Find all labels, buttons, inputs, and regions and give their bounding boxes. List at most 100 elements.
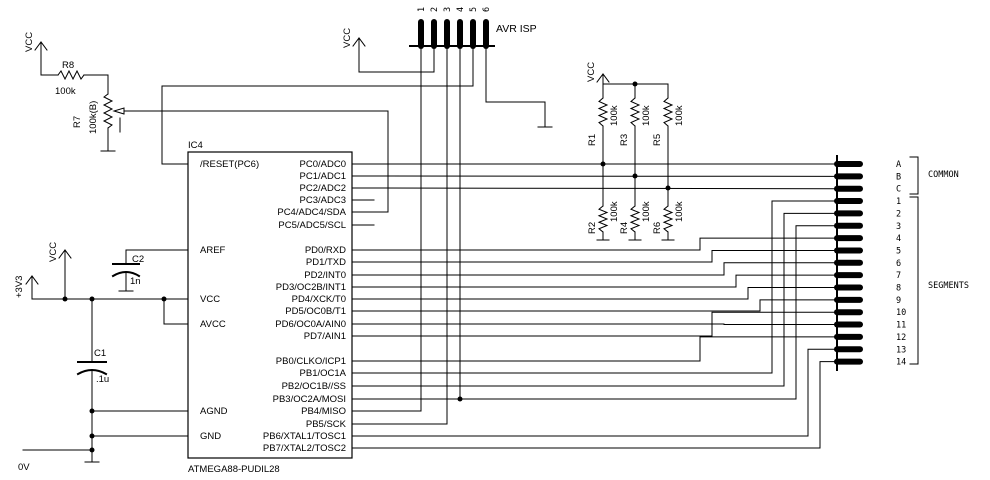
ic4-part: ATMEGA88-PUDIL28 — [188, 464, 280, 475]
segment-route — [351, 249, 838, 263]
segment-route — [351, 311, 838, 337]
connector-pin-label: 11 — [896, 321, 906, 331]
r8-ref: R8 — [62, 60, 74, 71]
connector-pin-label: 3 — [896, 222, 901, 232]
ic4-body — [187, 151, 353, 459]
ladder-resistor-bottom — [662, 205, 674, 233]
vcc-ladder-label: VCC — [586, 62, 597, 82]
ic4-right-pin-label: PD1/TXD — [306, 257, 346, 268]
avcc-wire — [163, 298, 189, 325]
r4-ref: R4 — [619, 222, 630, 234]
ic4-right-pin-label: PD6/OC0A/AIN0 — [275, 319, 346, 330]
connector-pin-label: 13 — [896, 345, 906, 355]
connector-pin-label: 9 — [896, 296, 901, 306]
c1-value: .1u — [96, 374, 109, 385]
isp-pin-label-4: 4 — [456, 7, 466, 12]
segment-route — [351, 262, 838, 276]
segment-route — [351, 200, 838, 374]
common-label: COMMON — [928, 170, 959, 180]
connector-pin-label: 1 — [896, 197, 901, 207]
r7-value: 100k(B) — [88, 101, 99, 134]
ic4-right-pin-label: PB6/XTAL1/TOSC1 — [263, 431, 346, 442]
ic4-right-pin-label: PC5/ADC5/SCL — [278, 220, 346, 231]
segment-route — [351, 274, 838, 288]
ic4-right-pin-label: PC4/ADC4/SDA — [277, 207, 346, 218]
r8-lead-2 — [83, 74, 109, 95]
ic4-right-pin-label: PB0/CLKO/ICP1 — [276, 356, 346, 367]
ic4-left-pin-label: GND — [200, 431, 221, 442]
ic4-ref: IC4 — [188, 140, 203, 151]
ic4-right-pin-label: PD3/OC2B/INT1 — [276, 282, 346, 293]
ic4-right-pin-label: PC3/ADC3 — [300, 195, 346, 206]
isp-header: 1 2 3 4 5 6 AVR ISP — [409, 7, 537, 49]
r7-wiper-arrow — [112, 107, 125, 115]
ic4-left-pin-label: AGND — [200, 406, 228, 417]
r6-ref: R6 — [652, 222, 663, 234]
ic4-right-pin-label: PB2/OC1B//SS — [282, 381, 346, 392]
r1-value: 100k — [609, 105, 620, 126]
v33-left: +3V3 — [14, 275, 39, 300]
common-route — [351, 187, 838, 190]
r7-ref: R7 — [72, 116, 83, 128]
vcc-left-label: VCC — [48, 242, 59, 262]
r7-resistor — [102, 93, 114, 129]
segment-route — [351, 336, 838, 362]
connector-pin-label: 8 — [896, 284, 901, 294]
ic4-right-pin-label: PB7/XTAL2/TOSC2 — [263, 443, 346, 454]
vcc-isp-label: VCC — [342, 28, 353, 48]
r5-value: 100k — [674, 105, 685, 126]
isp-mosi-wire — [351, 47, 461, 400]
ic4-right-pin-label: PC2/ADC2 — [300, 183, 346, 194]
display-connector — [834, 161, 863, 365]
connector-pin-label: C — [896, 185, 901, 195]
isp-reset-wire — [161, 47, 474, 165]
c1-ref: C1 — [94, 348, 106, 359]
isp-pin-label-2: 2 — [430, 7, 440, 12]
isp-pin-label-1: 1 — [417, 7, 427, 12]
connector-pin-label: 14 — [896, 358, 906, 368]
isp-gnd-wire — [485, 47, 546, 127]
connector-pin-label: 6 — [896, 259, 901, 269]
r6-value: 100k — [674, 201, 685, 222]
ic4-right-pin-label: PB1/OC1A — [300, 368, 347, 379]
segment-route — [351, 287, 838, 300]
ladder-resistor-bottom — [629, 205, 641, 233]
c2-ref: C2 — [132, 254, 144, 265]
isp-sck-wire — [351, 47, 448, 425]
segment-route — [351, 237, 838, 251]
r3-value: 100k — [641, 105, 652, 126]
ic4-right-pins: PC0/ADC0PC1/ADC1PC2/ADC2PC3/ADC3PC4/ADC4… — [263, 159, 347, 454]
ladder-resistor-top — [629, 97, 641, 127]
vcc-left: VCC — [48, 242, 72, 300]
isp-pin-label-3: 3 — [443, 7, 453, 12]
connector-pin-label: 4 — [896, 234, 901, 244]
isp-pin-label-5: 5 — [469, 7, 479, 12]
c2-wire — [125, 249, 189, 265]
ic4-right-pin-label: PB5/SCK — [306, 419, 347, 430]
isp-label: AVR ISP — [496, 23, 537, 35]
ic4-left-pin-label: AVCC — [200, 319, 226, 330]
segments-bracket — [909, 196, 919, 365]
segment-route — [351, 361, 838, 449]
c2-value: 1n — [130, 276, 141, 287]
connector-pin-label: 2 — [896, 209, 901, 219]
r3-ref: R3 — [619, 134, 630, 146]
r2-ref: R2 — [587, 222, 598, 234]
ic4-right-pin-label: PB4/MISO — [301, 406, 346, 417]
segment-route — [351, 299, 838, 312]
ladder-resistor-top — [662, 97, 674, 127]
ic4-right-pin-label: PD4/XCK/T0 — [292, 294, 346, 305]
r8-value: 100k — [55, 86, 76, 97]
ic4-right-pin-label: PD7/AIN1 — [304, 331, 346, 342]
r4-value: 100k — [641, 201, 652, 222]
connector-pin-label: A — [896, 160, 901, 170]
ic4-right-pin-label: PC0/ADC0 — [300, 159, 346, 170]
segment-route — [351, 212, 838, 387]
ic4-right-pin-label: PD0/RXD — [305, 245, 346, 256]
connector-pin-label: 12 — [896, 333, 906, 343]
vcc-pot-label: VCC — [24, 32, 35, 52]
